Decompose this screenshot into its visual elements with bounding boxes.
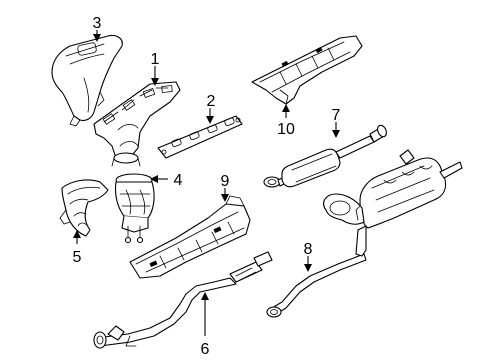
part-5-converter-heat-shield: [59, 179, 109, 237]
callout-3: 3: [93, 15, 102, 32]
leader-lines: [73, 30, 340, 336]
part-8-muffler-tailpipe: [266, 149, 463, 318]
callout-7: 7: [332, 107, 341, 124]
arrowhead-1: [151, 78, 159, 86]
callout-1: 1: [151, 51, 160, 68]
callout-9: 9: [221, 173, 230, 190]
callout-4: 4: [174, 172, 183, 189]
arrowhead-3: [93, 34, 101, 42]
arrowhead-2: [206, 116, 214, 124]
part-1-exhaust-manifold: [93, 81, 181, 167]
part-9-center-heat-shield: [129, 195, 251, 279]
arrowhead-10: [282, 104, 290, 112]
arrowhead-7: [332, 130, 340, 138]
arrowhead-9: [221, 194, 229, 202]
part-2-manifold-gasket: [157, 115, 243, 159]
callout-8: 8: [304, 241, 313, 258]
part-6-front-pipe: [93, 251, 273, 349]
part-10-front-heat-shield: [251, 35, 363, 105]
part-4-catalytic-converter: [114, 173, 155, 244]
callout-2: 2: [207, 93, 216, 110]
callout-numbers: 1 2 3 4 5 6 7 8 9 10: [73, 15, 341, 358]
part-3-manifold-heat-shield: [51, 34, 123, 127]
callout-6: 6: [201, 341, 210, 358]
arrowhead-5: [73, 230, 81, 238]
callout-5: 5: [73, 249, 82, 266]
arrowhead-4: [150, 175, 158, 183]
part-7-center-pipe-resonator: [263, 124, 387, 188]
callout-10: 10: [277, 121, 295, 138]
arrowhead-6: [201, 292, 209, 300]
arrowhead-8: [304, 264, 312, 272]
